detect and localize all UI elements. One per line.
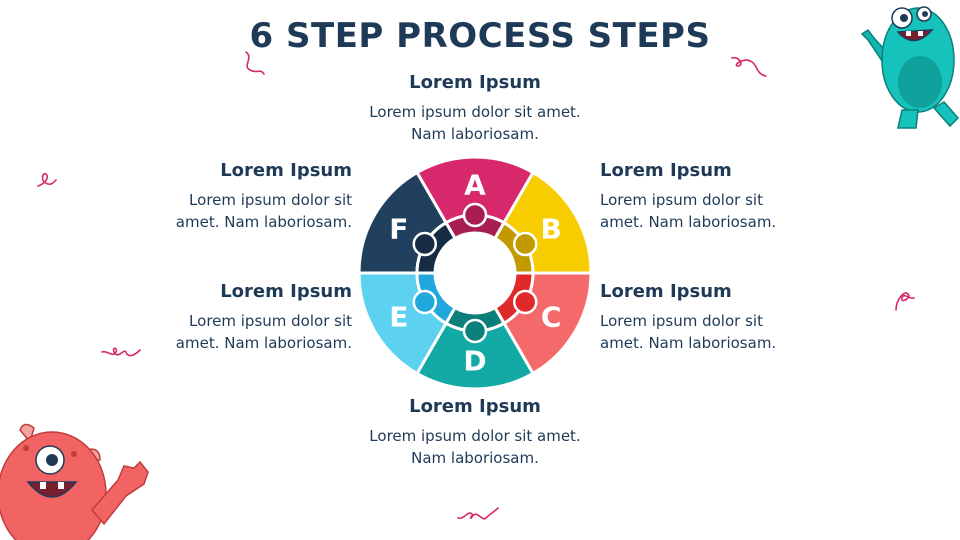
step-c-text: Lorem ipsum dolor sit amet. Nam laborios… — [600, 312, 777, 352]
step-d-text: Lorem ipsum dolor sit amet. Nam laborios… — [369, 427, 581, 467]
wheel-knob-e — [412, 289, 438, 315]
step-e-text: Lorem ipsum dolor sit amet. Nam laborios… — [175, 312, 352, 352]
teal-monster-illustration — [860, 6, 960, 129]
step-e-block: Lorem Ipsum Lorem ipsum dolor sit amet. … — [152, 281, 352, 354]
wheel-knob-d — [462, 318, 488, 344]
step-d-block: Lorem Ipsum Lorem ipsum dolor sit amet. … — [360, 396, 590, 469]
wheel-letter-b: B — [541, 213, 562, 246]
squiggle-decoration — [895, 292, 915, 311]
process-wheel: A B C D E F — [357, 155, 593, 391]
step-d-heading: Lorem Ipsum — [409, 396, 541, 417]
squiggle-decoration — [731, 56, 767, 77]
step-a-heading: Lorem Ipsum — [409, 72, 541, 93]
step-e-heading: Lorem Ipsum — [220, 281, 352, 302]
step-c-block: Lorem Ipsum Lorem ipsum dolor sit amet. … — [600, 281, 800, 354]
step-f-text: Lorem ipsum dolor sit amet. Nam laborios… — [175, 191, 352, 231]
wheel-knob-b — [512, 231, 538, 257]
wheel-knob-f — [412, 231, 438, 257]
wheel-knob-c — [512, 289, 538, 315]
step-a-block: Lorem Ipsum Lorem ipsum dolor sit amet. … — [360, 72, 590, 145]
step-b-block: Lorem Ipsum Lorem ipsum dolor sit amet. … — [600, 160, 800, 233]
wheel-center — [436, 234, 514, 312]
squiggle-decoration — [245, 51, 265, 75]
step-a-text: Lorem ipsum dolor sit amet. Nam laborios… — [369, 103, 581, 143]
step-f-heading: Lorem Ipsum — [220, 160, 352, 181]
squiggle-decoration — [37, 172, 57, 187]
step-f-block: Lorem Ipsum Lorem ipsum dolor sit amet. … — [152, 160, 352, 233]
wheel-letter-d: D — [463, 345, 486, 378]
squiggle-decoration — [457, 507, 499, 520]
wheel-letter-f: F — [389, 213, 408, 246]
wheel-letter-e: E — [389, 301, 408, 334]
step-b-heading: Lorem Ipsum — [600, 160, 732, 181]
page-title: 6 STEP PROCESS STEPS — [249, 16, 711, 56]
step-c-heading: Lorem Ipsum — [600, 281, 732, 302]
step-b-text: Lorem ipsum dolor sit amet. Nam laborios… — [600, 191, 777, 231]
red-monster-illustration — [0, 423, 149, 540]
wheel-knob-a — [462, 202, 488, 228]
squiggle-decoration — [101, 347, 141, 357]
wheel-letter-a: A — [464, 169, 486, 202]
wheel-letter-c: C — [541, 301, 562, 334]
